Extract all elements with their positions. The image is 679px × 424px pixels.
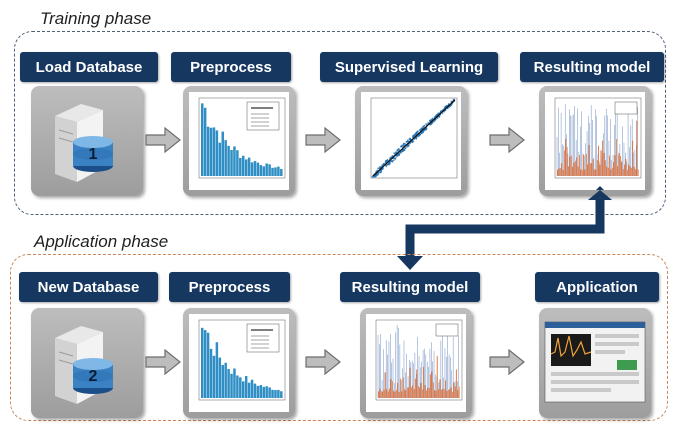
- arrow-icon: [145, 349, 181, 375]
- arrow-icon: [145, 127, 181, 153]
- database-number-2: 2: [88, 368, 98, 385]
- application-screenshot: [544, 321, 646, 403]
- training-step-load-database-header: Load Database: [20, 52, 158, 82]
- resulting-model-chart-1: [545, 92, 645, 190]
- arrow-icon: [489, 349, 525, 375]
- supervised-learning-scatter: [361, 92, 461, 190]
- application-step-new-database-header: New Database: [19, 272, 158, 302]
- resulting-model-chart-2: [366, 314, 466, 412]
- training-step-preprocess-header: Preprocess: [171, 52, 291, 82]
- application-phase-frame: [10, 254, 668, 421]
- application-screenshot-panel: [539, 308, 651, 418]
- preprocess-histogram-2: [189, 314, 289, 412]
- application-step-resulting-model-header: Resulting model: [340, 272, 480, 302]
- database-number-1: 1: [88, 146, 98, 163]
- supervised-learning-scatter-panel: [355, 86, 467, 196]
- application-step-preprocess-header: Preprocess: [169, 272, 290, 302]
- training-phase-frame: [14, 31, 666, 215]
- application-step-application-header: Application: [535, 272, 659, 302]
- resulting-model-panel-1: [539, 86, 651, 196]
- database-panel-1: 1: [31, 86, 143, 196]
- preprocess-histogram-1: [189, 92, 289, 190]
- training-phase-title: Training phase: [40, 9, 152, 28]
- arrow-icon: [305, 127, 341, 153]
- database-panel-2: 2: [31, 308, 143, 418]
- arrow-icon: [489, 127, 525, 153]
- training-step-supervised-learning-header: Supervised Learning: [320, 52, 498, 82]
- application-phase-title: Application phase: [34, 232, 169, 251]
- preprocess-histogram-panel-1: [183, 86, 295, 196]
- preprocess-histogram-panel-2: [183, 308, 295, 418]
- resulting-model-panel-2: [360, 308, 472, 418]
- arrow-icon: [305, 349, 341, 375]
- training-step-resulting-model-header: Resulting model: [520, 52, 664, 82]
